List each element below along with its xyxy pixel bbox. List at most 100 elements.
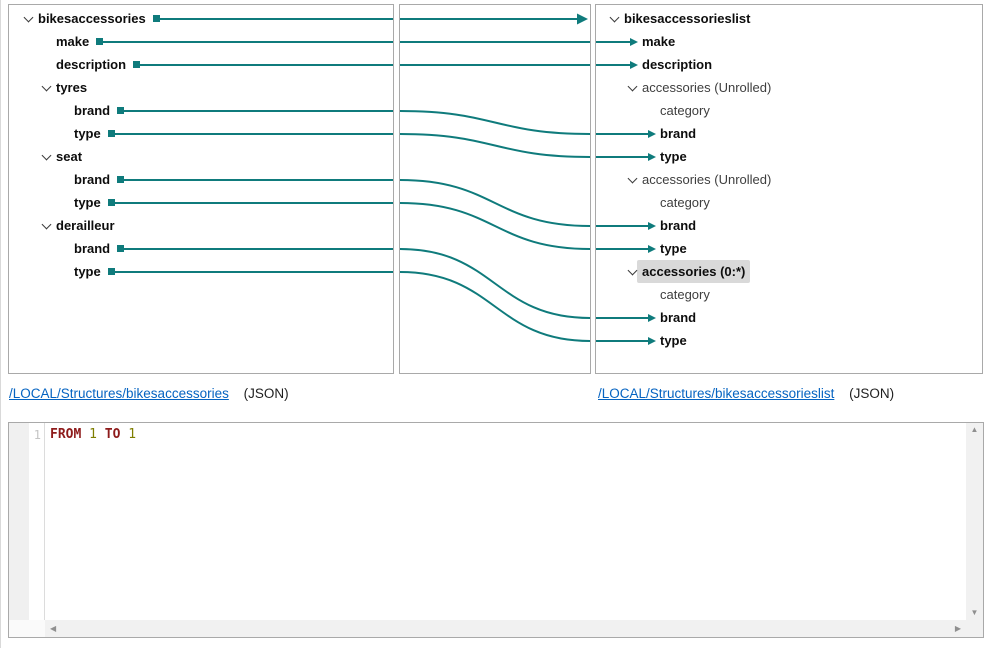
scroll-up-icon[interactable]: ▲ — [970, 425, 979, 434]
mapping-port[interactable] — [96, 38, 104, 45]
source-row-type[interactable]: type — [9, 260, 393, 283]
target-row-category[interactable]: category — [596, 191, 982, 214]
target-row-bikesaccessorieslist[interactable]: bikesaccessorieslist — [596, 7, 982, 30]
mapping-port[interactable] — [117, 107, 125, 114]
target-row-type[interactable]: type — [596, 237, 982, 260]
scroll-right-icon[interactable]: ▶ — [954, 623, 961, 633]
chevron-down-icon[interactable] — [40, 214, 56, 237]
chevron-down-icon[interactable] — [40, 145, 56, 168]
source-row-type[interactable]: type — [9, 122, 393, 145]
source-row-description[interactable]: description — [9, 53, 393, 76]
tree-label: type — [660, 241, 687, 256]
tree-label: description — [642, 57, 713, 72]
chevron-placeholder — [58, 168, 74, 191]
scroll-left-icon[interactable]: ◀ — [50, 623, 57, 633]
mapping-connector-line — [159, 17, 393, 20]
tree-label: accessories (Unrolled) — [642, 80, 772, 95]
code-token-keyword: TO — [104, 427, 121, 442]
editor-code-area[interactable]: FROM 1 TO 1 — [45, 423, 966, 620]
mapping-connector-line — [124, 178, 393, 181]
mapping-arrow-line — [596, 155, 648, 158]
mapping-connector-line — [114, 132, 393, 135]
tree-label: brand — [660, 126, 697, 141]
source-structure-link-group: /LOCAL/Structures/bikesaccessories (JSON… — [9, 386, 289, 401]
tree-label: type — [74, 126, 101, 141]
mapping-arrow-line — [596, 247, 648, 250]
mapping-port[interactable] — [117, 176, 125, 183]
scroll-down-icon[interactable]: ▼ — [970, 608, 979, 617]
chevron-placeholder — [40, 30, 56, 53]
source-structure-format: (JSON) — [243, 386, 289, 401]
target-row-type[interactable]: type — [596, 145, 982, 168]
source-row-derailleur[interactable]: derailleur — [9, 214, 393, 237]
chevron-placeholder — [644, 283, 660, 306]
mapping-port[interactable] — [107, 268, 115, 275]
target-row-accessories-unrolled[interactable]: accessories (Unrolled) — [596, 168, 982, 191]
mapping-arrowhead-icon — [648, 152, 656, 161]
target-structure-link-group: /LOCAL/Structures/bikesaccessorieslist (… — [598, 386, 894, 401]
target-row-category[interactable]: category — [596, 99, 982, 122]
mapping-port[interactable] — [107, 130, 115, 137]
code-token-number: 1 — [89, 427, 97, 442]
source-row-type[interactable]: type — [9, 191, 393, 214]
mapping-connector-line — [124, 247, 393, 250]
mapping-port[interactable] — [133, 61, 141, 68]
source-row-make[interactable]: make — [9, 30, 393, 53]
expression-editor: 1 FROM 1 TO 1 ▲ ▼ ◀ ▶ — [8, 422, 984, 638]
editor-horizontal-scrollbar[interactable]: ◀ ▶ — [45, 620, 966, 637]
chevron-down-icon[interactable] — [626, 168, 642, 191]
target-row-category[interactable]: category — [596, 283, 982, 306]
tree-label: type — [660, 333, 687, 348]
editor-gutter-strip — [9, 423, 29, 620]
target-row-accessories-unrolled[interactable]: accessories (Unrolled) — [596, 76, 982, 99]
chevron-down-icon[interactable] — [22, 7, 38, 30]
tree-label: type — [660, 149, 687, 164]
editor-line-number: 1 — [33, 428, 41, 442]
mapping-arrow-line — [596, 40, 630, 43]
code-space — [97, 427, 105, 442]
chevron-placeholder — [58, 237, 74, 260]
tree-label: type — [74, 264, 101, 279]
target-row-make[interactable]: make — [596, 30, 982, 53]
chevron-down-icon[interactable] — [626, 76, 642, 99]
source-row-seat[interactable]: seat — [9, 145, 393, 168]
tree-label: category — [660, 103, 710, 118]
target-structure-link[interactable]: /LOCAL/Structures/bikesaccessorieslist — [598, 386, 835, 401]
chevron-placeholder — [58, 260, 74, 283]
target-row-description[interactable]: description — [596, 53, 982, 76]
source-row-brand[interactable]: brand — [9, 237, 393, 260]
target-row-brand[interactable]: brand — [596, 306, 982, 329]
source-row-bikesaccessories[interactable]: bikesaccessories — [9, 7, 393, 30]
tree-label: brand — [660, 310, 697, 325]
mapping-arrowhead-icon — [630, 60, 638, 69]
mapping-port[interactable] — [152, 15, 160, 22]
target-row-brand[interactable]: brand — [596, 214, 982, 237]
chevron-placeholder — [58, 122, 74, 145]
mapping-connector-line — [140, 63, 393, 66]
code-space — [81, 427, 89, 442]
source-row-brand[interactable]: brand — [9, 168, 393, 191]
chevron-placeholder — [40, 53, 56, 76]
chevron-placeholder — [644, 99, 660, 122]
tree-label: category — [660, 287, 710, 302]
target-row-accessories-0[interactable]: accessories (0:*) — [596, 260, 982, 283]
mapping-canvas-panel[interactable] — [399, 4, 591, 374]
chevron-down-icon[interactable] — [608, 7, 624, 30]
mapping-port[interactable] — [117, 245, 125, 252]
mapping-arrow-line — [596, 63, 630, 66]
source-row-tyres[interactable]: tyres — [9, 76, 393, 99]
editor-vertical-scrollbar[interactable]: ▲ ▼ — [966, 423, 983, 620]
mapping-arrowhead-icon — [648, 313, 656, 322]
mapping-port[interactable] — [107, 199, 115, 206]
source-structure-link[interactable]: /LOCAL/Structures/bikesaccessories — [9, 386, 229, 401]
chevron-down-icon[interactable] — [626, 260, 642, 283]
target-row-brand[interactable]: brand — [596, 122, 982, 145]
chevron-down-icon[interactable] — [40, 76, 56, 99]
target-row-type[interactable]: type — [596, 329, 982, 352]
mapping-arrow-line — [596, 132, 648, 135]
source-row-brand[interactable]: brand — [9, 99, 393, 122]
mapping-lines-canvas — [400, 13, 590, 342]
